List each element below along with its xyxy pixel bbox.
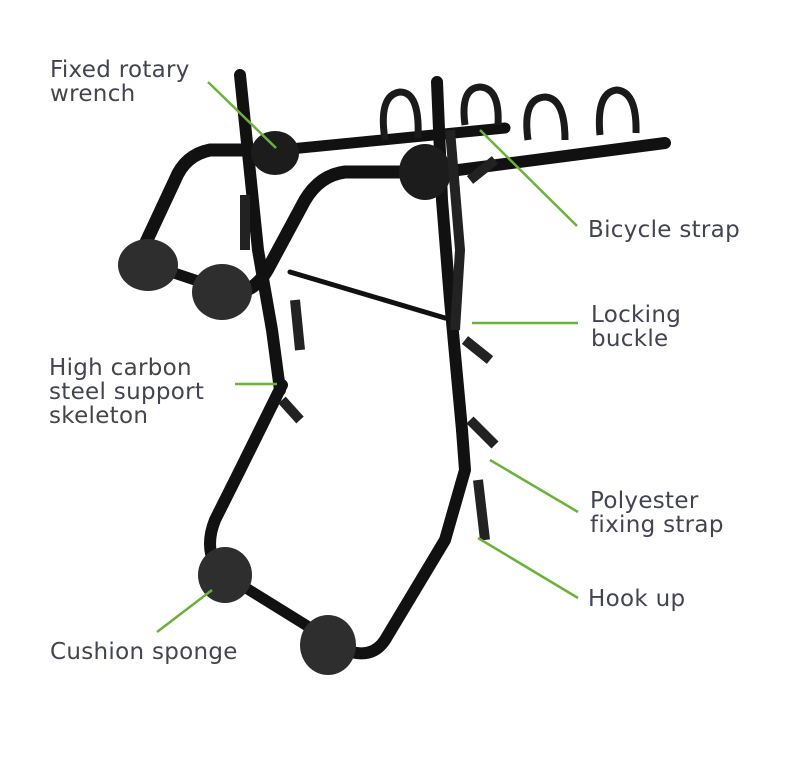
straps xyxy=(240,129,499,541)
bike-cradles xyxy=(379,83,640,141)
leader-lines xyxy=(156,81,579,633)
leader-fixed-rotary-wrench xyxy=(207,81,277,149)
label-polyester-fixing-strap: Polyester fixing strap xyxy=(590,488,724,538)
leader-hook-up xyxy=(477,536,579,600)
label-locking-buckle: Locking buckle xyxy=(591,302,682,352)
label-hook-up: Hook up xyxy=(588,586,686,612)
leader-polyester-fixing-strap xyxy=(489,458,579,514)
rotary-wrench-knob xyxy=(251,131,299,175)
label-fixed-rotary-wrench: Fixed rotary wrench xyxy=(50,57,190,107)
label-bicycle-strap: Bicycle strap xyxy=(588,217,740,243)
cushion-sponges xyxy=(118,239,356,675)
leader-cushion-sponge xyxy=(156,589,213,633)
label-high-carbon-steel: High carbon steel support skeleton xyxy=(49,355,205,429)
rotary-wrench-knob-right xyxy=(399,144,451,200)
leader-bicycle-strap xyxy=(479,129,578,227)
label-cushion-sponge: Cushion sponge xyxy=(50,639,238,665)
